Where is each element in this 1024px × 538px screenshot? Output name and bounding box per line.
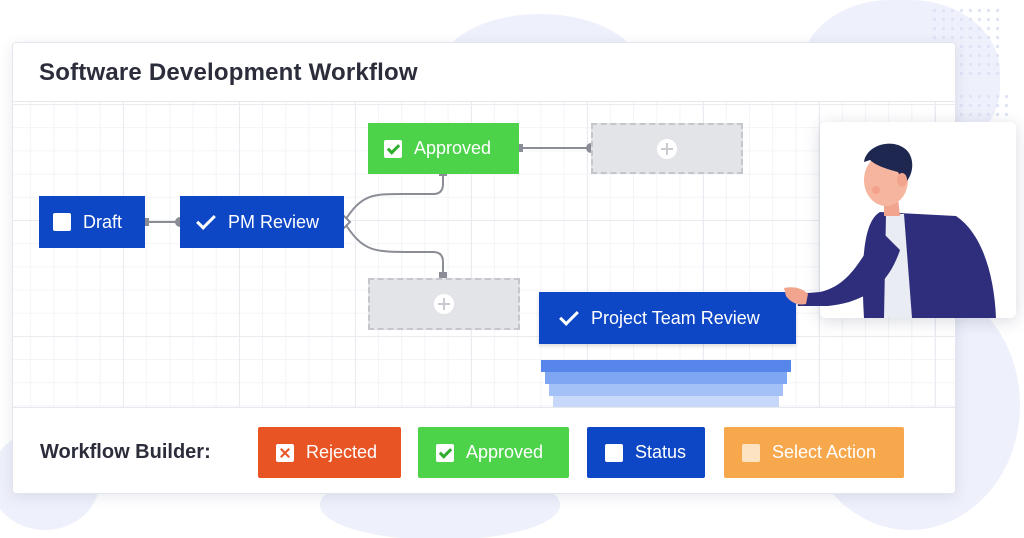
node-draft-label: Draft xyxy=(83,211,123,232)
workflow-card: Software Development Workflow Draft PM R… xyxy=(12,42,956,494)
add-step-placeholder-bottom[interactable] xyxy=(368,278,520,330)
workflow-builder-bar: Workflow Builder: Rejected Approved Stat… xyxy=(13,407,955,493)
workflow-canvas[interactable]: Draft PM Review Approved Project Team Re… xyxy=(13,101,955,408)
checkbox-empty-icon xyxy=(53,213,71,231)
node-approved-label: Approved xyxy=(414,138,492,158)
add-step-placeholder-top[interactable] xyxy=(591,123,743,174)
node-pm-review-label: PM Review xyxy=(228,211,320,232)
rejected-button[interactable]: Rejected xyxy=(258,427,401,478)
node-draft[interactable]: Draft xyxy=(39,196,145,248)
select-action-button[interactable]: Select Action xyxy=(724,427,904,478)
workflow-title: Software Development Workflow xyxy=(39,59,418,86)
checkbox-checked-icon xyxy=(384,139,402,158)
presenter-person-illustration xyxy=(784,143,996,318)
node-pm-review[interactable]: PM Review xyxy=(180,196,344,248)
node-project-team-review[interactable]: Project Team Review xyxy=(539,292,796,344)
checkbox-empty-icon xyxy=(742,443,760,462)
status-button-label: Status xyxy=(635,442,687,462)
approved-button[interactable]: Approved xyxy=(418,427,569,478)
node-stack-layer xyxy=(541,360,791,372)
status-button[interactable]: Status xyxy=(587,427,705,478)
checkbox-checked-icon xyxy=(436,443,454,462)
node-stack-layer xyxy=(553,396,779,408)
checkbox-empty-icon xyxy=(605,443,623,462)
x-box-icon xyxy=(276,443,294,462)
checkmark-icon xyxy=(557,307,579,329)
approved-button-label: Approved xyxy=(466,442,544,462)
node-approved[interactable]: Approved xyxy=(368,123,519,174)
node-stack-layer xyxy=(545,372,787,384)
plus-icon xyxy=(657,138,677,159)
node-stack-layer xyxy=(549,384,783,396)
checkmark-icon xyxy=(194,211,216,233)
rejected-button-label: Rejected xyxy=(306,442,378,462)
plus-icon xyxy=(434,294,454,314)
select-action-button-label: Select Action xyxy=(772,442,877,462)
workflow-builder-label: Workflow Builder: xyxy=(40,441,211,463)
node-project-team-review-label: Project Team Review xyxy=(591,307,760,328)
